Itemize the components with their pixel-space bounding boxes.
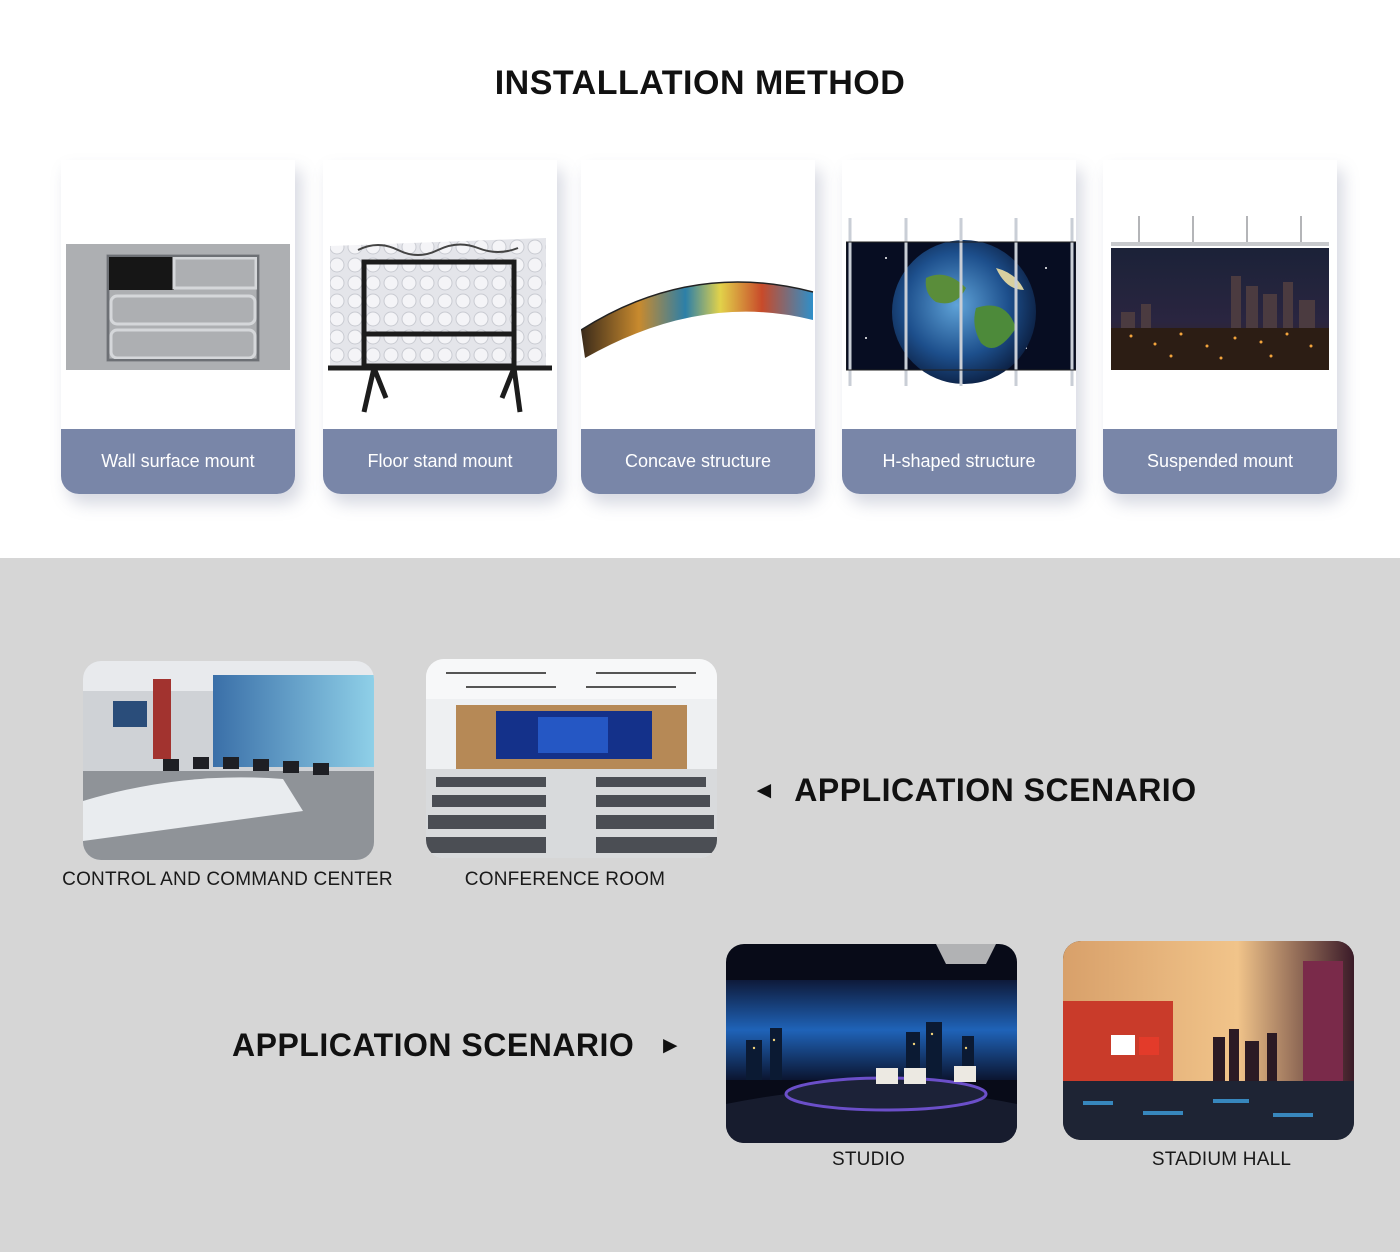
method-card-wall-surface[interactable]: Wall surface mount (61, 160, 295, 494)
arrow-right-icon: ► (658, 1031, 683, 1059)
curved-screen-image (581, 270, 815, 362)
scene-control-center-image[interactable] (83, 661, 374, 860)
scene-caption: STADIUM HALL (1151, 1149, 1292, 1170)
method-card-concave[interactable]: Concave structure (581, 160, 815, 494)
application-heading-text: APPLICATION SCENARIO (232, 1027, 635, 1063)
method-card-h-shaped[interactable]: H-shaped structure (842, 160, 1076, 494)
city-night-screen-image (1111, 216, 1329, 372)
application-heading-bottom: APPLICATION SCENARIO ► (232, 1027, 683, 1064)
method-card-suspended[interactable]: Suspended mount (1103, 160, 1337, 494)
installation-title: INSTALLATION METHOD (494, 64, 906, 102)
scene-studio-image[interactable] (726, 944, 1017, 1143)
scene-stadium-hall-image[interactable] (1063, 941, 1354, 1140)
installation-section: INSTALLATION METHOD Wall surface mount (0, 0, 1400, 558)
method-label: Floor stand mount (323, 429, 557, 494)
method-label: Suspended mount (1103, 429, 1337, 494)
application-heading-top: ◄ APPLICATION SCENARIO (752, 772, 1197, 809)
application-section: CONTROL AND COMMAND CENTER CONFERENCE RO… (0, 558, 1400, 1252)
application-heading-text: APPLICATION SCENARIO (794, 772, 1197, 808)
method-label: H-shaped structure (842, 429, 1076, 494)
scene-conference-room-image[interactable] (426, 659, 717, 858)
method-card-floor-stand[interactable]: Floor stand mount (323, 160, 557, 494)
scene-caption: CONTROL AND COMMAND CENTER (62, 869, 393, 890)
scene-caption: CONFERENCE ROOM (464, 869, 666, 890)
earth-screen-image (846, 218, 1076, 386)
floor-stand-image (328, 238, 552, 414)
wall-mount-frame-image (66, 244, 290, 370)
arrow-left-icon: ◄ (752, 776, 777, 804)
method-label: Concave structure (581, 429, 815, 494)
method-label: Wall surface mount (61, 429, 295, 494)
scene-caption: STUDIO (832, 1149, 905, 1170)
